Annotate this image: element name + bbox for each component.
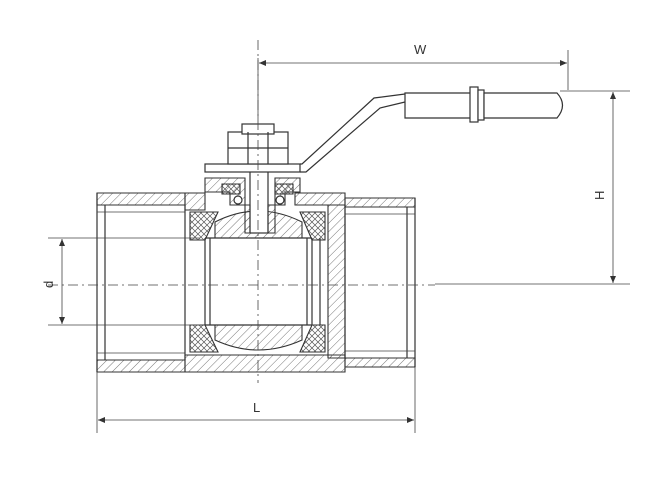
ball-seats [189,211,326,353]
dimension-l-label: L [253,400,260,415]
lever-handle [300,86,564,173]
dimension-d-label: d [41,281,56,288]
dimension-w: W [257,42,569,120]
dimension-l: L [96,367,416,433]
dimension-w-label: W [414,42,427,57]
valve-body [96,192,416,373]
dimension-h-label: H [592,191,607,200]
handle-nut [204,123,301,173]
stem-assembly [204,164,301,234]
dimension-d: d [41,237,200,326]
dimension-h: H [435,90,630,285]
